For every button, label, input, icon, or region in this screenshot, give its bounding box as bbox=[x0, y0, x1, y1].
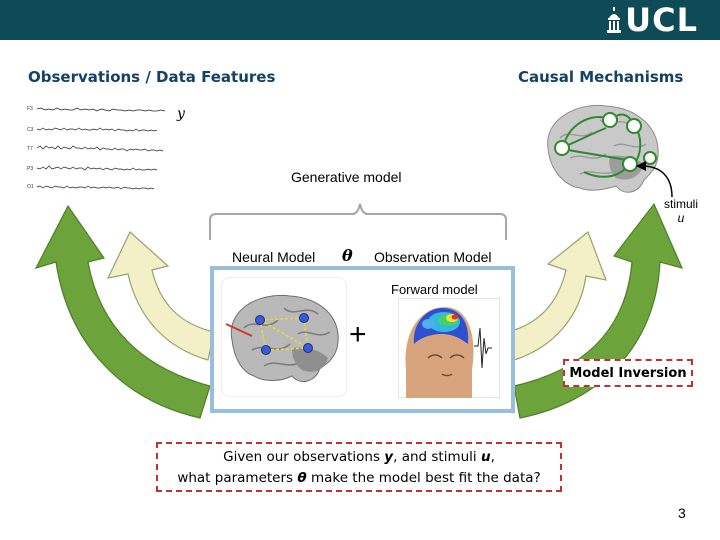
question-text: , and stimuli bbox=[393, 449, 481, 465]
question-var-theta: θ bbox=[297, 470, 307, 486]
generative-brace bbox=[209, 203, 507, 240]
causal-network-brain-image bbox=[547, 104, 659, 193]
stimuli-arrowhead bbox=[636, 161, 646, 171]
neural-model-brain-image bbox=[222, 278, 346, 396]
left-cream-arrow bbox=[106, 231, 215, 361]
page-number: 3 bbox=[678, 505, 686, 521]
channel-label: O1 bbox=[27, 184, 34, 190]
portico-dome-icon bbox=[607, 7, 622, 33]
question-text: , bbox=[490, 449, 495, 465]
causal-mechanisms-heading: Causal Mechanisms bbox=[518, 68, 684, 86]
forward-model-label: Forward model bbox=[391, 282, 478, 297]
header-bar: UCL bbox=[0, 0, 720, 40]
plus-sign: + bbox=[349, 318, 367, 351]
neural-model-label: Neural Model bbox=[232, 249, 316, 265]
model-inversion-box: Model Inversion bbox=[563, 359, 693, 387]
question-box: Given our observations y, and stimuli u,… bbox=[156, 442, 562, 492]
stimuli-text: stimuli bbox=[664, 197, 699, 211]
observation-model-label: Observation Model bbox=[374, 249, 492, 265]
channel-label: P3 bbox=[27, 166, 33, 172]
channel-label: F3 bbox=[27, 106, 33, 112]
channel-label: T7 bbox=[27, 146, 33, 152]
stimuli-variable-u: u bbox=[677, 211, 685, 225]
stimuli-arrow bbox=[641, 165, 673, 198]
brain-network-icon bbox=[225, 294, 339, 383]
stimuli-label: stimuli u bbox=[664, 197, 698, 225]
question-line-1: Given our observations y, and stimuli u, bbox=[158, 447, 560, 468]
ucl-logo: UCL bbox=[607, 1, 698, 39]
generative-model-label: Generative model bbox=[291, 169, 402, 185]
question-line-2: what parameters θ make the model best fi… bbox=[158, 468, 560, 489]
right-cream-arrow bbox=[507, 231, 607, 361]
channel-label: C3 bbox=[27, 127, 34, 133]
question-text: what parameters bbox=[177, 470, 298, 486]
model-inversion-label: Model Inversion bbox=[569, 365, 687, 381]
question-var-u: u bbox=[480, 449, 491, 465]
eeg-head-topography-image bbox=[398, 298, 500, 398]
question-text: Given our observations bbox=[223, 449, 385, 465]
theta-symbol: θ bbox=[342, 246, 353, 265]
logo-text: UCL bbox=[625, 1, 698, 39]
eeg-traces-image: F3 C3 T7 P3 O1 bbox=[27, 106, 166, 190]
question-var-y: y bbox=[384, 449, 394, 465]
left-green-arrow bbox=[34, 204, 211, 419]
observations-heading: Observations / Data Features bbox=[28, 68, 276, 86]
observation-variable-y: y bbox=[177, 106, 185, 122]
question-text: make the model best fit the data? bbox=[306, 470, 541, 486]
